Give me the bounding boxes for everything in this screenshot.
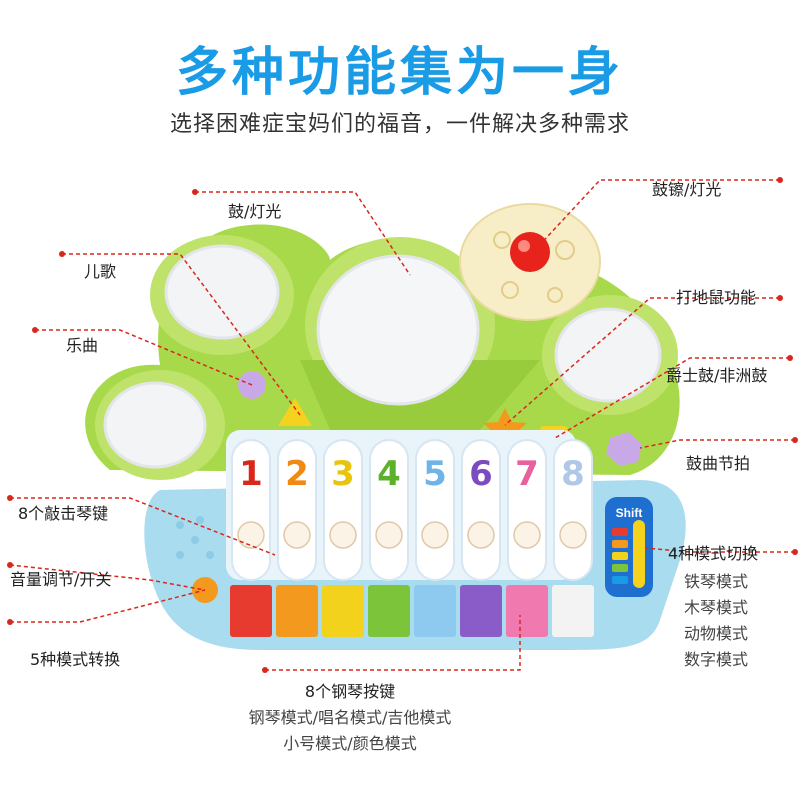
piano-mode-line: 钢琴模式/唱名模式/吉他模式 [248,708,452,727]
piano-key[interactable] [552,585,594,637]
animal-icon [467,521,495,549]
hexagon-button[interactable] [606,432,642,466]
key-number: 3 [331,454,355,494]
key-number: 7 [515,454,539,494]
animal-icon [421,521,449,549]
drum-pad-right[interactable] [554,307,662,403]
page-title: 多种功能集为一身 [175,43,624,103]
xylophone-key[interactable] [553,439,593,581]
callout-piano-keys: 8个钢琴按键 [304,682,396,701]
piano-key[interactable] [414,585,456,637]
xylophone-key[interactable] [507,439,547,581]
animal-icon [559,521,587,549]
animal-icon [375,521,403,549]
callout-whack-a-mole: 打地鼠功能 [676,288,757,307]
key-number: 5 [423,454,447,494]
key-number: 6 [469,454,493,494]
piano-key[interactable] [276,585,318,637]
callout-jazz-drum: 爵士鼓/非洲鼓 [666,366,768,385]
piano-keys [230,585,594,637]
callout-music: 乐曲 [66,336,99,355]
animal-icon [329,521,357,549]
page-subtitle: 选择困难症宝妈们的福音，一件解决多种需求 [169,112,630,137]
shift-label: Shift [616,506,643,520]
cymbal-red-light [510,232,550,272]
mode-slider[interactable] [633,520,645,588]
xylophone-key[interactable] [461,439,501,581]
callout-lines [9,179,795,671]
mode-indicator-light [612,576,628,584]
triangle-button[interactable] [278,398,312,426]
piano-key[interactable] [230,585,272,637]
drum-pad-top-left[interactable] [164,244,280,340]
key-number: 4 [377,454,401,494]
animal-icon [283,521,311,549]
key-number: 2 [285,454,309,494]
callout-dots [7,177,798,673]
mode-list-item: 动物模式 [684,624,749,643]
piano-key[interactable] [506,585,548,637]
shift-indicator-lights [612,528,628,584]
piano-key[interactable] [460,585,502,637]
callout-five-modes: 5种模式转换 [30,650,121,669]
animal-icon [513,521,541,549]
piano-key[interactable] [322,585,364,637]
piano-key[interactable] [368,585,410,637]
xylophone-key[interactable] [231,439,271,581]
callout-cymbal-light: 鼓镲/灯光 [652,180,722,199]
mode-indicator-light [612,528,628,536]
xylophone-key[interactable] [415,439,455,581]
mode-list-item: 铁琴模式 [684,572,749,591]
mode-indicator-light [612,540,628,548]
callout-four-modes: 4种模式切换 [668,544,759,563]
mode-list-item: 木琴模式 [684,598,749,617]
mode-indicator-light [612,552,628,560]
callout-drum-beat: 鼓曲节拍 [686,454,751,473]
key-number: 1 [239,454,263,494]
mode-indicator-light [612,564,628,572]
drum-pad-center[interactable] [316,254,480,406]
animal-icon [237,521,265,549]
piano-mode-line: 小号模式/颜色模式 [283,734,417,753]
speaker-grille [176,516,214,559]
callout-volume: 音量调节/开关 [10,570,112,589]
callout-drum-light: 鼓/灯光 [228,202,282,221]
mode-list-item: 数字模式 [684,650,749,669]
key-number: 8 [561,454,585,494]
xylophone-key[interactable] [277,439,317,581]
callout-xylophone-keys: 8个敲击琴键 [18,504,109,523]
callout-nursery-rhyme: 儿歌 [84,262,117,281]
drum-pad-left[interactable] [103,381,207,469]
xylophone-key[interactable] [323,439,363,581]
xylophone-key[interactable] [369,439,409,581]
